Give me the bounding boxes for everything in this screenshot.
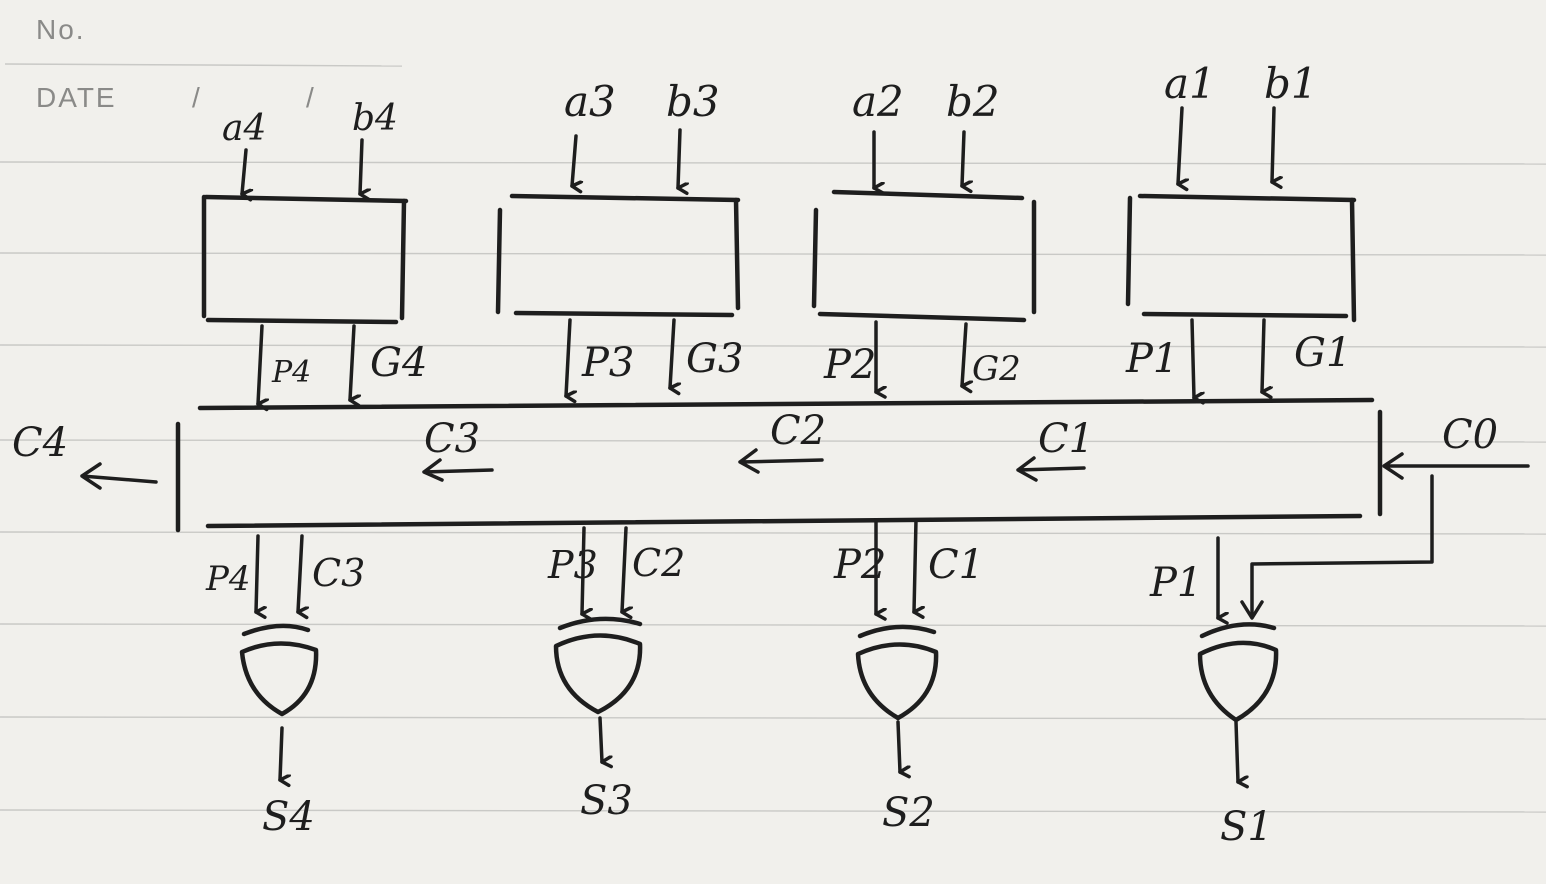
input-a1-label: a1 [1164,59,1216,108]
xor3-c-label: C2 [632,541,685,585]
g3-label: G3 [686,336,743,382]
ruled-lines [0,63,1546,813]
date-label: DATE [36,82,117,113]
g4-label: G4 [370,340,427,386]
g2-label: G2 [972,349,1021,389]
input-b1-label: b1 [1264,59,1318,108]
carry-out-label: C4 [12,420,68,466]
input-a4-label: a4 [222,108,266,149]
carry-in-label: C0 [1442,412,1498,458]
xor-input-labels: P4 C3 P3 C2 P2 C1 P1 [205,541,1202,606]
internal-c2-label: C2 [770,408,826,454]
p3-label: P3 [581,340,634,386]
carry-in: C0 [1240,412,1530,620]
sum-s1-label: S1 [1220,804,1273,850]
p1-label: P1 [1125,336,1178,382]
xor2-p-label: P2 [833,542,886,588]
internal-carries: C3 C2 C1 [422,408,1094,482]
input-labels: a4 b4 a3 b3 a2 b2 a1 b1 [222,59,1318,149]
internal-c3-label: C3 [424,416,480,462]
input-arrows [240,106,1274,194]
date-separator-2: / [306,82,316,113]
xor-gate-1 [1197,622,1279,723]
sum-labels: S4 S3 S2 S1 [262,778,1273,850]
pg-arrows [256,318,1264,404]
input-b3-label: b3 [666,77,720,126]
carry-out: C4 [12,420,158,490]
sum-s2-label: S2 [882,790,935,836]
xor4-c-label: C3 [312,551,365,595]
xor4-p-label: P4 [205,559,251,599]
sum-s4-label: S4 [262,794,315,840]
xor2-c-label: C1 [928,542,984,588]
pg-box-3 [495,193,741,318]
pg-box-1 [1125,193,1357,323]
input-a2-label: a2 [852,77,904,126]
xor-gate-3 [553,616,643,715]
xor1-p-label: P1 [1149,560,1202,606]
date-separator-1: / [192,82,202,113]
pg-box-4 [201,194,409,325]
input-a3-label: a3 [564,77,616,126]
internal-c1-label: C1 [1038,416,1094,462]
input-b2-label: b2 [946,77,1000,126]
xor-input-arrows [254,518,1218,618]
carry-lookahead-unit [175,397,1383,533]
no-label: No. [36,14,86,45]
g1-label: G1 [1294,330,1351,376]
xor3-p-label: P3 [547,543,598,587]
sum-s3-label: S3 [580,778,633,824]
p2-label: P2 [823,342,876,388]
sum-arrows [278,716,1238,782]
input-b4-label: b4 [352,98,398,139]
pg-labels: P4 G4 P3 G3 P2 G2 P1 G1 [271,330,1351,390]
xor-gate-4 [239,623,319,717]
pg-box-2 [811,189,1037,323]
p4-label: P4 [271,355,311,390]
xor-gate-2 [855,624,939,721]
